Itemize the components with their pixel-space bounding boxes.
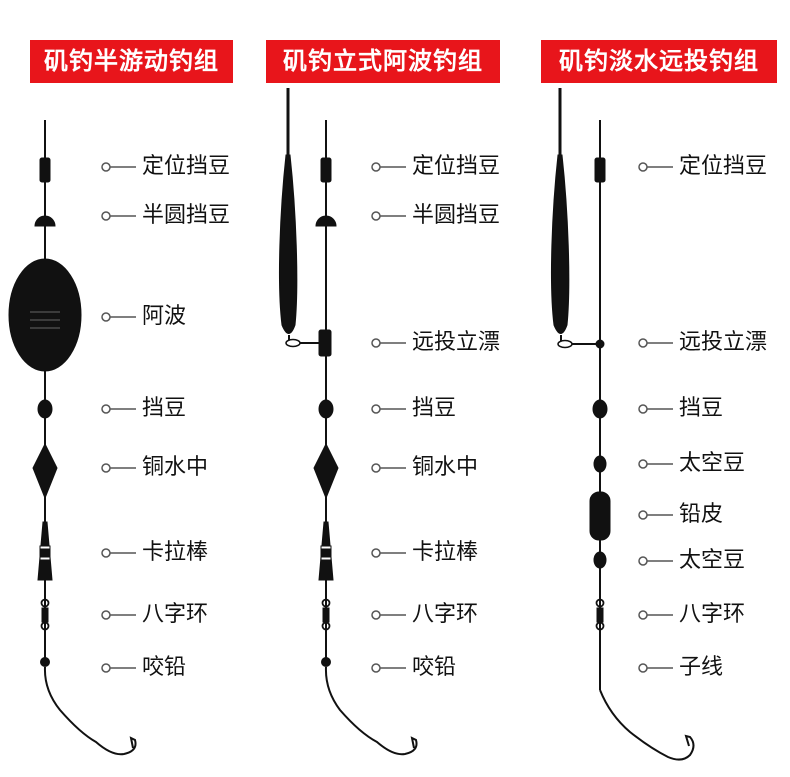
leader-dot <box>371 162 381 172</box>
leader-dot <box>101 162 111 172</box>
leader-dot <box>101 404 111 414</box>
leader-dot <box>101 548 111 558</box>
leader-dot <box>638 459 648 469</box>
leader-dot <box>371 610 381 620</box>
label-c3-2: 挡豆 <box>679 396 724 421</box>
leader-dot <box>101 610 111 620</box>
label-c2-2: 远投立漂 <box>412 330 501 355</box>
label-c1-6: 八字环 <box>142 602 209 627</box>
space-bead-3b <box>593 551 607 569</box>
label-leaders <box>101 162 673 673</box>
leader-dot <box>371 211 381 221</box>
title-standing-float-rig: 矶钓立式阿波钓组 <box>266 40 500 83</box>
leader-dot <box>101 663 111 673</box>
label-c2-4: 铜水中 <box>412 455 479 480</box>
sinker-1 <box>32 442 58 500</box>
split-shot-1 <box>40 657 50 667</box>
label-c1-0: 定位挡豆 <box>142 154 231 179</box>
leader-dot <box>638 610 648 620</box>
label-c3-3: 太空豆 <box>679 451 746 476</box>
leader-dot <box>638 162 648 172</box>
stopper-bead-3 <box>594 157 606 183</box>
label-c2-5: 卡拉棒 <box>412 540 479 565</box>
label-c1-7: 咬铅 <box>142 655 187 680</box>
hook-3 <box>599 689 695 761</box>
title-half-floating-rig: 矶钓半游动钓组 <box>30 40 233 83</box>
label-c2-1: 半圆挡豆 <box>412 203 501 228</box>
label-c2-6: 八字环 <box>412 602 479 627</box>
connector-2 <box>318 329 332 357</box>
leader-dot <box>638 338 648 348</box>
label-c2-7: 咬铅 <box>412 655 457 680</box>
label-c3-4: 铅皮 <box>679 502 724 527</box>
label-c3-6: 八字环 <box>679 602 746 627</box>
label-c2-3: 挡豆 <box>412 396 457 421</box>
bead-2 <box>318 399 334 419</box>
label-c2-0: 定位挡豆 <box>412 154 501 179</box>
leader-dot <box>371 404 381 414</box>
label-c1-3: 挡豆 <box>142 396 187 421</box>
leader-dot <box>371 663 381 673</box>
leader-dot <box>101 211 111 221</box>
label-c1-1: 半圆挡豆 <box>142 203 231 228</box>
stopper-bead-1 <box>39 157 51 183</box>
hook-2 <box>324 666 418 756</box>
lead-sheet-3 <box>589 491 611 541</box>
label-c1-5: 卡拉棒 <box>142 540 209 565</box>
half-round-bead-1 <box>34 215 56 227</box>
space-bead-3a <box>593 455 607 473</box>
leader-dot <box>101 312 111 322</box>
leader-dot <box>371 463 381 473</box>
label-c1-4: 铜水中 <box>142 455 209 480</box>
standing-float-2 <box>278 154 298 334</box>
rig-3 <box>550 88 695 761</box>
leader-dot <box>638 663 648 673</box>
leader-dot <box>371 548 381 558</box>
rig-2 <box>278 88 418 756</box>
leader-dot <box>638 404 648 414</box>
stopper-bead-2 <box>320 157 332 183</box>
sinker-2 <box>313 442 339 500</box>
bead-1 <box>37 399 53 419</box>
float-1 <box>8 258 82 372</box>
label-c3-0: 定位挡豆 <box>679 154 768 179</box>
label-c1-2: 阿波 <box>142 304 187 329</box>
standing-float-3 <box>550 154 570 334</box>
leader-dot <box>101 463 111 473</box>
leader-dot <box>638 556 648 566</box>
label-c3-1: 远投立漂 <box>679 330 768 355</box>
rig-1 <box>8 120 137 756</box>
split-shot-2 <box>321 657 331 667</box>
hook-1 <box>43 666 137 756</box>
leader-dot <box>638 510 648 520</box>
half-round-bead-2 <box>315 215 337 227</box>
leader-dot <box>371 338 381 348</box>
label-c3-7: 子线 <box>679 655 724 680</box>
label-c3-5: 太空豆 <box>679 548 746 573</box>
bead-3 <box>592 399 608 419</box>
title-freshwater-casting-rig: 矶钓淡水远投钓组 <box>541 40 777 83</box>
